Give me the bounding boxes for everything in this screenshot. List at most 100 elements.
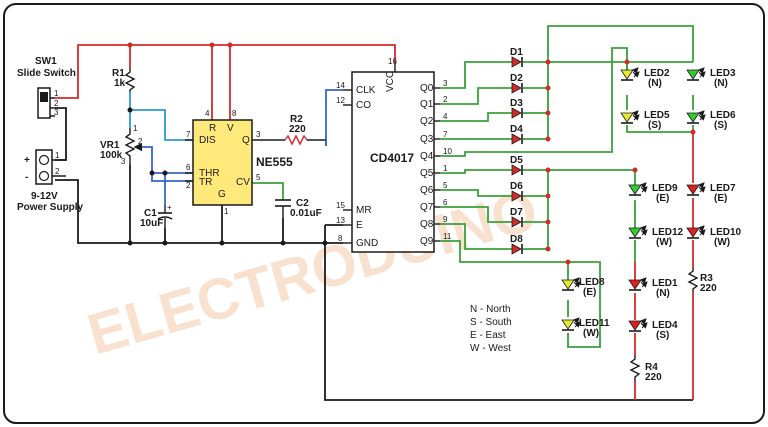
output-q5-pin: 1 — [443, 164, 448, 173]
diode-d5: D5 — [510, 155, 523, 176]
resistor-r4: R4 220 — [629, 355, 662, 383]
diode-label: D1 — [510, 47, 523, 58]
led-id-label: LED4 — [652, 320, 678, 331]
svg-text:VCC: VCC — [385, 71, 396, 92]
svg-text:C1: C1 — [144, 208, 157, 219]
led-id-label: LED11 — [579, 318, 610, 329]
svg-text:0.01uF: 0.01uF — [290, 208, 322, 219]
led-id-label: LED7 — [710, 183, 736, 194]
led-dir-label: (E) — [714, 193, 727, 204]
power-name: Power Supply — [17, 202, 84, 213]
led-id-label: LED12 — [652, 227, 684, 238]
switch-name: Slide Switch — [17, 68, 76, 79]
led-5: LED5(S) — [620, 110, 670, 131]
power-supply: 12 + - 9-12V Power Supply — [17, 149, 84, 213]
svg-text:V: V — [227, 123, 234, 134]
svg-text:220: 220 — [645, 372, 662, 383]
led-9: LED9(E) — [628, 182, 678, 204]
output-q6-pin: 5 — [443, 181, 448, 190]
svg-text:8: 8 — [232, 109, 237, 118]
led-4: LED4(S) — [628, 318, 678, 341]
led-3: LED3(N) — [686, 67, 736, 89]
svg-text:1: 1 — [133, 124, 138, 133]
svg-text:3: 3 — [54, 108, 59, 117]
svg-text:Q: Q — [242, 135, 250, 146]
led-id-label: LED10 — [710, 227, 742, 238]
output-q3-pin: 7 — [443, 130, 448, 139]
diode-label: D2 — [510, 73, 523, 84]
output-q3-label: Q3 — [420, 134, 434, 145]
svg-text:3: 3 — [256, 130, 261, 139]
diode-label: D6 — [510, 181, 523, 192]
svg-text:13: 13 — [336, 216, 345, 225]
diode-d1: D1 — [510, 47, 523, 68]
svg-text:3: 3 — [121, 157, 126, 166]
output-q7-pin: 6 — [443, 198, 448, 207]
diode-label: D8 — [510, 234, 523, 245]
led-11: LED11(W) — [561, 317, 610, 339]
diode-d6: D6 — [510, 181, 523, 202]
svg-text:1: 1 — [54, 89, 59, 98]
output-q1-pin: 2 — [443, 95, 448, 104]
svg-text:R4: R4 — [645, 362, 658, 373]
resistor-r2: R2 220 — [252, 114, 327, 146]
svg-text:4: 4 — [205, 109, 210, 118]
svg-text:CLK: CLK — [356, 85, 376, 96]
output-q2-pin: 4 — [443, 112, 448, 121]
legend-south: S - South — [470, 317, 512, 328]
svg-text:1k: 1k — [114, 78, 126, 89]
output-q4-pin: 10 — [443, 147, 452, 156]
svg-text:220: 220 — [289, 124, 306, 135]
diagram-frame — [3, 3, 765, 424]
led-id-label: LED8 — [579, 277, 605, 288]
svg-text:2: 2 — [138, 137, 143, 146]
led-dir-label: (S) — [656, 330, 669, 341]
svg-text:2: 2 — [55, 167, 60, 176]
svg-text:TR: TR — [199, 177, 212, 188]
switch-id: SW1 — [35, 56, 57, 67]
svg-text:G: G — [218, 189, 226, 200]
svg-text:2: 2 — [54, 99, 59, 108]
led-dir-label: (E) — [583, 287, 596, 298]
ne555-chip: DIS THR TR R V Q CV G 7 6 2 4 8 3 5 1 NE… — [185, 109, 293, 216]
svg-text:MR: MR — [356, 205, 372, 216]
led-dir-label: (W) — [583, 328, 599, 339]
led-id-label: LED5 — [644, 110, 670, 121]
junction-dots — [127, 42, 696, 265]
svg-text:5: 5 — [256, 173, 261, 182]
slide-switch: 123 SW1 Slide Switch — [17, 56, 76, 119]
svg-text:7: 7 — [186, 130, 191, 139]
svg-text:CV: CV — [236, 177, 250, 188]
output-q2-label: Q2 — [420, 116, 434, 127]
led-12: LED12(W) — [628, 225, 684, 248]
svg-text:C2: C2 — [296, 198, 309, 209]
led-10: LED10(W) — [686, 225, 742, 248]
svg-text:10uF: 10uF — [140, 218, 163, 229]
potentiometer-vr1: VR1 100k 1 2 3 — [100, 124, 143, 166]
signal-wires — [142, 89, 343, 205]
output-q5-label: Q5 — [420, 168, 434, 179]
svg-text:R3: R3 — [700, 273, 713, 284]
led-dir-label: (W) — [656, 237, 672, 248]
led-dir-label: (W) — [714, 237, 730, 248]
output-q8-label: Q8 — [420, 219, 434, 230]
diode-label: D3 — [510, 98, 523, 109]
led-8: LED8(E) — [561, 277, 605, 298]
output-q0-pin: 3 — [443, 79, 448, 88]
diode-label: D7 — [510, 207, 523, 218]
svg-text:CO: CO — [356, 100, 371, 111]
svg-text:GND: GND — [356, 238, 378, 249]
svg-text:12: 12 — [336, 96, 345, 105]
svg-text:14: 14 — [336, 81, 345, 90]
direction-legend: N - North S - South E - East W - West — [470, 304, 512, 354]
output-q9-label: Q9 — [420, 236, 434, 247]
power-minus: - — [25, 172, 28, 183]
svg-text:R2: R2 — [290, 114, 303, 125]
led-2: LED2(N) — [620, 67, 670, 89]
led-7: LED7(E) — [686, 182, 736, 204]
led-dir-label: (S) — [648, 120, 661, 131]
diode-label: D4 — [510, 124, 523, 135]
led-dir-label: (N) — [656, 288, 670, 299]
